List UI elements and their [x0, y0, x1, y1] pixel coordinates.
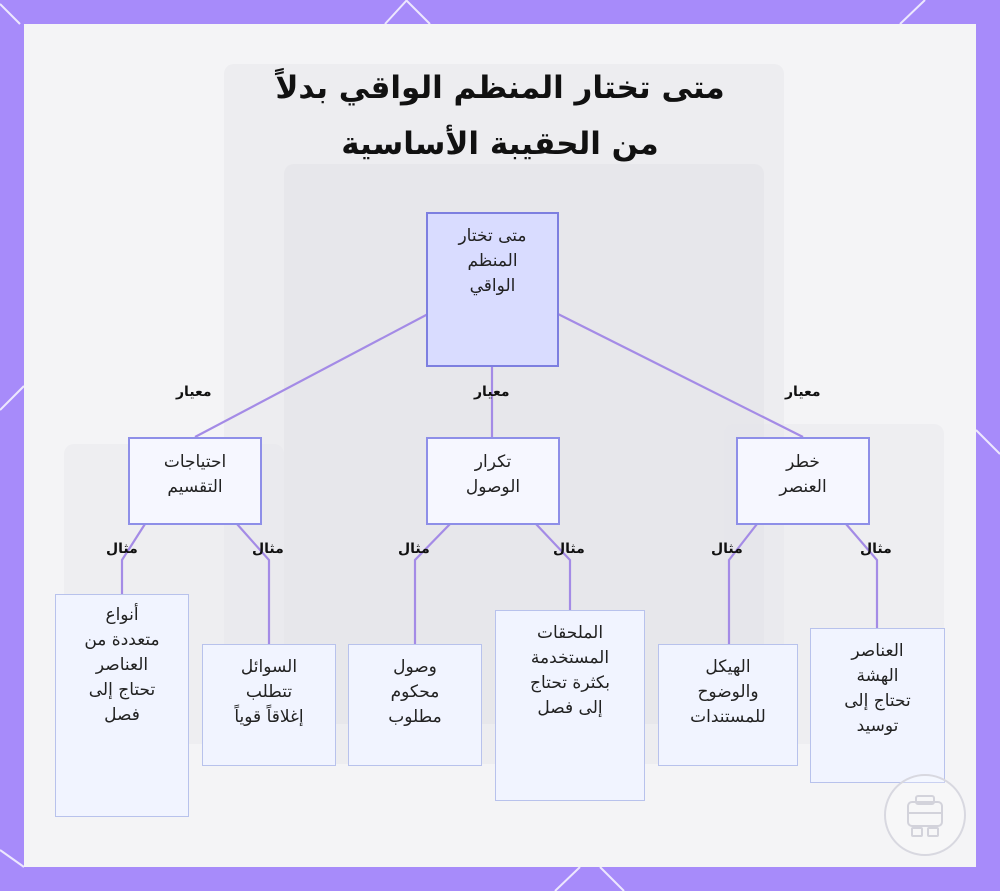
example-line: وصول	[349, 655, 481, 680]
example-line: الهيكل	[659, 655, 797, 680]
example-line: للمستندات	[659, 705, 797, 730]
example-line: فصل	[56, 703, 188, 728]
example-node-liquids: السوائل تتطلب إغلاقاً قوياً	[202, 644, 336, 766]
edge-c1-ex1	[122, 524, 145, 594]
criteria-line: تكرار	[428, 450, 558, 475]
example-line: تحتاج إلى	[56, 678, 188, 703]
example-line: مطلوب	[349, 705, 481, 730]
criteria-line: خطر	[738, 450, 868, 475]
example-line: المستخدمة	[496, 646, 644, 671]
example-node-fragile-items: العناصر الهشة تحتاج إلى توسيد	[810, 628, 945, 783]
edge-label-criteria-1: معيار	[176, 384, 212, 400]
edge-label-example-3: مثال	[398, 541, 430, 557]
criteria-line: العنصر	[738, 475, 868, 500]
criteria-node-access-frequency: تكرار الوصول	[426, 437, 560, 525]
criteria-node-item-risk: خطر العنصر	[736, 437, 870, 525]
criteria-line: التقسيم	[130, 475, 260, 500]
example-line: السوائل	[203, 655, 335, 680]
example-line: أنواع	[56, 603, 188, 628]
example-line: الملحقات	[496, 621, 644, 646]
example-node-document-structure: الهيكل والوضوح للمستندات	[658, 644, 798, 766]
example-line: تحتاج إلى	[811, 689, 944, 714]
edge-label-example-2: مثال	[252, 541, 284, 557]
example-node-frequent-accessories: الملحقات المستخدمة بكثرة تحتاج إلى فصل	[495, 610, 645, 801]
example-line: متعددة من	[56, 628, 188, 653]
example-line: الهشة	[811, 664, 944, 689]
edge-label-criteria-2: معيار	[474, 384, 510, 400]
brand-logo-icon	[884, 774, 966, 856]
example-line: العناصر	[56, 653, 188, 678]
example-line: بكثرة تحتاج	[496, 671, 644, 696]
edge-c3-ex6	[846, 524, 877, 628]
edge-root-criteria-1	[195, 314, 428, 437]
root-line: المنظم	[428, 249, 557, 274]
root-line: متى تختار	[428, 224, 557, 249]
example-node-multiple-types: أنواع متعددة من العناصر تحتاج إلى فصل	[55, 594, 189, 817]
criteria-line: الوصول	[428, 475, 558, 500]
criteria-line: احتياجات	[130, 450, 260, 475]
example-line: إغلاقاً قوياً	[203, 705, 335, 730]
example-line: العناصر	[811, 639, 944, 664]
example-line: إلى فصل	[496, 696, 644, 721]
edge-root-criteria-3	[558, 314, 803, 437]
example-line: محكوم	[349, 680, 481, 705]
criteria-node-partition-needs: احتياجات التقسيم	[128, 437, 262, 525]
example-node-controlled-access: وصول محكوم مطلوب	[348, 644, 482, 766]
example-line: تتطلب	[203, 680, 335, 705]
edge-label-criteria-3: معيار	[785, 384, 821, 400]
edge-label-example-6: مثال	[860, 541, 892, 557]
edge-label-example-4: مثال	[553, 541, 585, 557]
edge-label-example-5: مثال	[711, 541, 743, 557]
root-line: الواقي	[428, 274, 557, 299]
example-line: توسيد	[811, 714, 944, 739]
example-line: والوضوح	[659, 680, 797, 705]
edge-c2-ex4	[536, 524, 570, 610]
edge-label-example-1: مثال	[106, 541, 138, 557]
root-node: متى تختار المنظم الواقي	[426, 212, 559, 367]
